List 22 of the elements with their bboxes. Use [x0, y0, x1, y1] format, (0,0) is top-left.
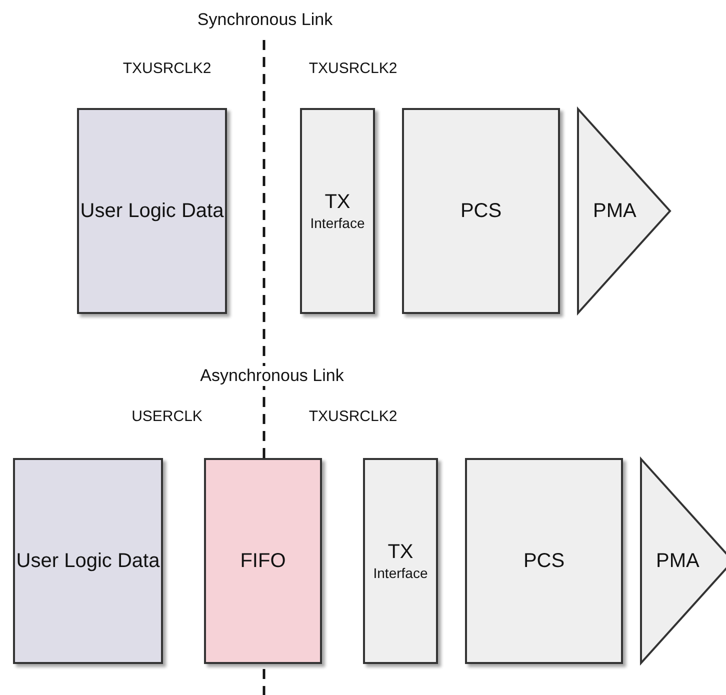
process-block — [204, 458, 322, 664]
section-heading: Synchronous Link — [197, 10, 333, 30]
process-block — [402, 108, 560, 314]
block-label: FIFO — [240, 549, 286, 573]
block-label: TX — [324, 190, 350, 214]
block-label: User Logic Data — [80, 199, 224, 223]
block-label: PMA — [656, 549, 700, 573]
block-sublabel: Interface — [372, 564, 429, 582]
triangle-block — [577, 108, 671, 314]
block-label: User Logic Data — [16, 549, 160, 573]
section-heading: Asynchronous Link — [200, 366, 344, 386]
triangle-block — [640, 458, 726, 664]
block-label: TX — [388, 540, 414, 564]
process-block — [465, 458, 623, 664]
process-block — [77, 108, 227, 314]
block-label: PCS — [460, 199, 502, 223]
process-block — [13, 458, 163, 664]
process-block — [300, 108, 375, 314]
block-label: PCS — [523, 549, 565, 573]
process-block — [363, 458, 438, 664]
block-sublabel: Interface — [309, 214, 366, 232]
block-label: PMA — [593, 199, 636, 223]
